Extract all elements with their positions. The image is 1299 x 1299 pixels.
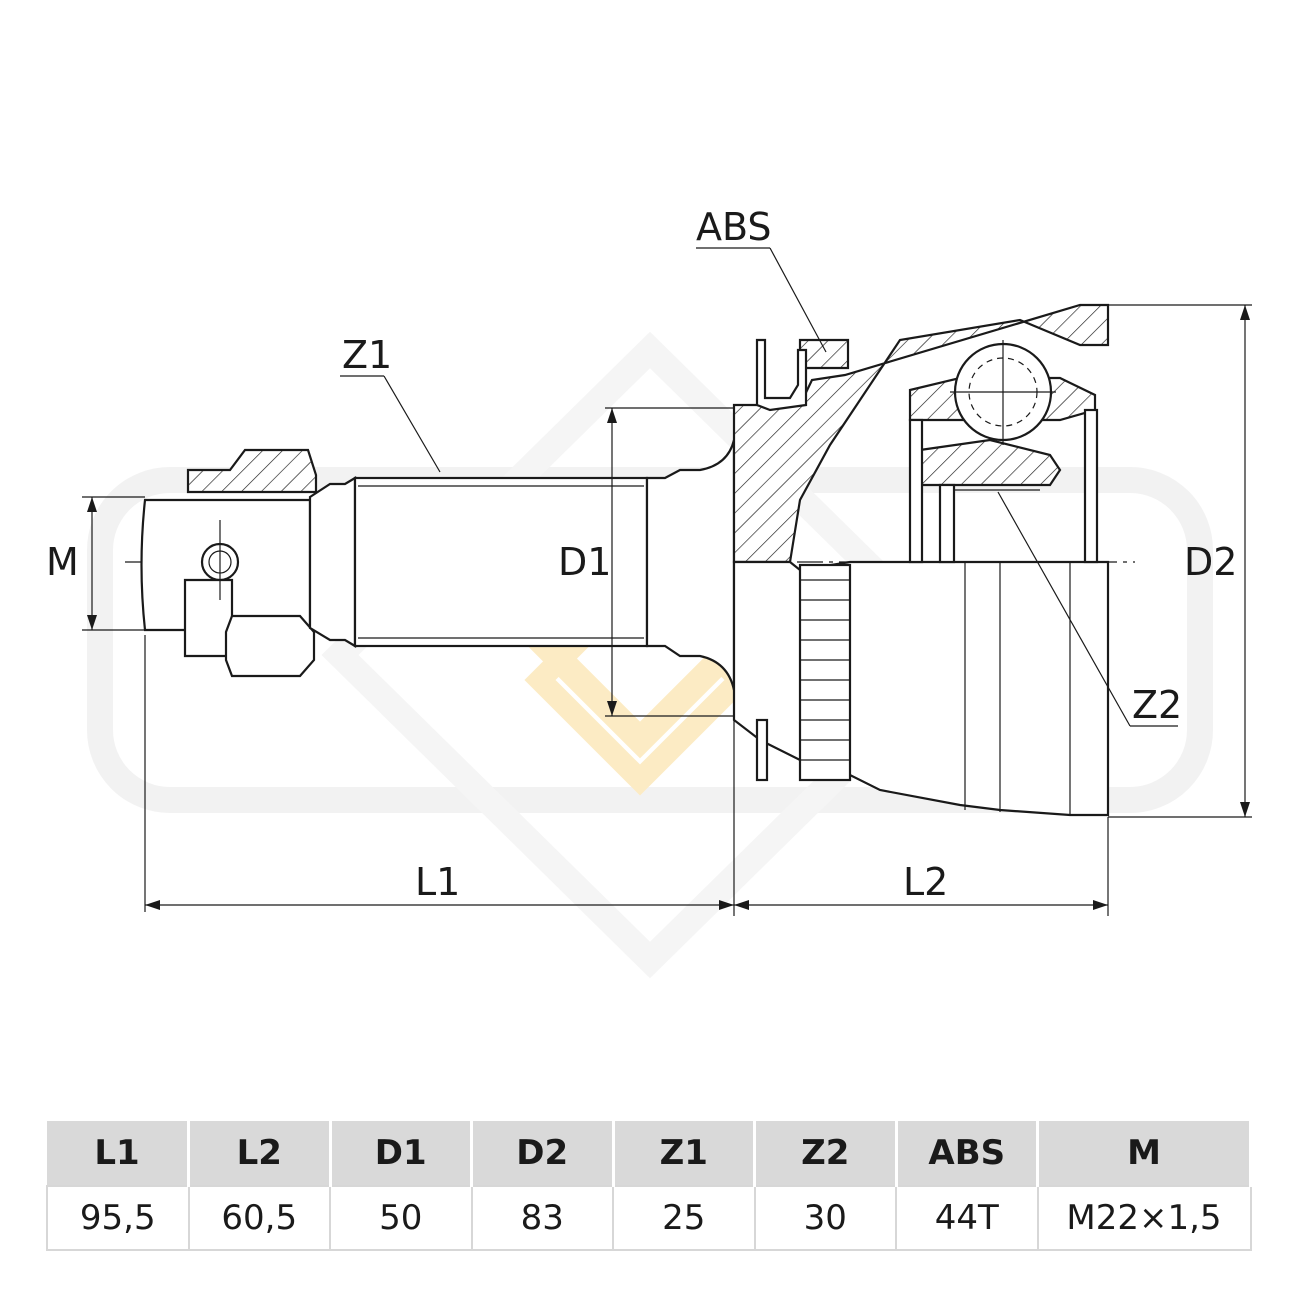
- housing-section: [732, 303, 1110, 564]
- header-l1: L1: [47, 1121, 190, 1186]
- dimension-d1: [605, 407, 735, 717]
- dust-shield: [755, 338, 808, 412]
- castle-nut-section: [186, 448, 318, 494]
- value-z2: 30: [753, 1185, 897, 1251]
- label-z1: Z1: [342, 333, 392, 377]
- leader-abs: [696, 247, 827, 353]
- spec-table: L1 L2 D1 D2 Z1 Z2 ABS M 95,5 60,5 50 83 …: [46, 1121, 1252, 1251]
- header-l2: L2: [188, 1121, 332, 1186]
- leader-z2: [997, 491, 1178, 727]
- abs-teeth: [800, 579, 850, 761]
- inner-race-section: [918, 438, 1062, 487]
- splined-shaft: [353, 476, 649, 648]
- label-m: M: [46, 540, 79, 584]
- abs-ring-section: [798, 338, 850, 370]
- shaft-transition: [645, 439, 736, 691]
- value-abs: 44T: [895, 1185, 1039, 1251]
- dimension-m: [82, 496, 145, 631]
- dimension-d2: [1108, 304, 1252, 818]
- abs-tone-ring: [798, 563, 852, 782]
- value-m: M22×1,5: [1036, 1185, 1252, 1251]
- header-m: M: [1037, 1121, 1252, 1186]
- leader-z1: [340, 375, 441, 473]
- header-z2: Z2: [754, 1121, 898, 1186]
- shaft-collar: [308, 476, 357, 648]
- label-d1: D1: [558, 540, 611, 584]
- value-d1: 50: [329, 1185, 473, 1251]
- label-z2: Z2: [1132, 683, 1182, 727]
- label-l1: L1: [415, 860, 460, 904]
- value-d2: 83: [470, 1185, 614, 1251]
- label-d2: D2: [1184, 540, 1237, 584]
- header-z1: Z1: [613, 1121, 756, 1186]
- value-l1: 95,5: [46, 1185, 190, 1251]
- header-abs: ABS: [896, 1121, 1039, 1186]
- label-abs: ABS: [696, 205, 772, 249]
- spec-table-value-row: 95,5 60,5 50 83 25 30 44T M22×1,5: [46, 1185, 1252, 1251]
- housing-outer: [732, 560, 1110, 817]
- dimension-l1-l2: [144, 635, 1109, 916]
- nut-hex: [224, 614, 316, 678]
- header-d2: D2: [471, 1121, 615, 1186]
- spec-table-header-row: L1 L2 D1 D2 Z1 Z2 ABS M: [47, 1121, 1252, 1186]
- label-l2: L2: [903, 860, 948, 904]
- value-l2: 60,5: [187, 1185, 331, 1251]
- value-z1: 25: [612, 1185, 756, 1251]
- header-d1: D1: [330, 1121, 473, 1186]
